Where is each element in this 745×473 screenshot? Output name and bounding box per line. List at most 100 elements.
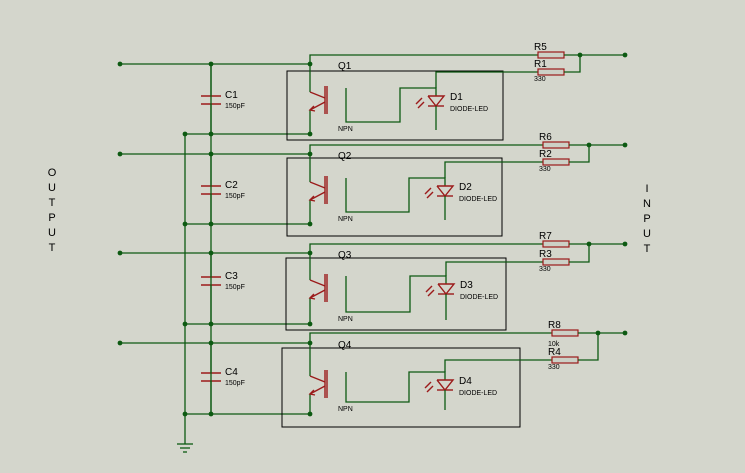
junction-dot (622, 52, 628, 58)
emitter-arrow (308, 293, 316, 300)
led-diode-icon (424, 379, 455, 410)
junction-dot (577, 52, 583, 58)
output-label-letter: U (48, 182, 56, 194)
junction-dot (586, 241, 592, 247)
transistor-type: NPN (338, 216, 353, 223)
junction-dot (117, 250, 123, 256)
diode-type: DIODE-LED (460, 294, 498, 301)
junction-dot (182, 321, 188, 327)
capacitor-label: C3 (225, 271, 238, 282)
capacitor-label: C4 (225, 367, 238, 378)
wire (309, 181, 326, 189)
diode-type: DIODE-LED (450, 106, 488, 113)
junction-dot (586, 142, 592, 148)
resistor-label: R4 (548, 347, 561, 358)
junction-dot (182, 131, 188, 137)
emitter-arrow (308, 195, 316, 202)
opto-inner-wire (345, 87, 437, 123)
capacitor-value: 150pF (225, 284, 245, 291)
transistor-type: NPN (338, 316, 353, 323)
wire (437, 283, 456, 296)
transistor-label: Q2 (338, 151, 352, 162)
top-resistor-wire (309, 243, 543, 253)
junction-dot (622, 241, 628, 247)
diode-type: DIODE-LED (459, 390, 497, 397)
output-label-letter: T (48, 197, 56, 209)
npn-transistor-icon (308, 154, 328, 224)
optocoupler-box (286, 70, 504, 141)
transistor-label: Q4 (338, 340, 352, 351)
emitter-arrow (308, 105, 316, 112)
capacitor-label: C1 (225, 90, 238, 101)
capacitor-label: C2 (225, 180, 238, 191)
resistor-join-wire (569, 145, 590, 163)
resistor-value: 330 (539, 266, 551, 273)
opto-inner-wire (345, 275, 447, 313)
wire (309, 91, 326, 99)
wire (426, 385, 434, 393)
wire (436, 379, 455, 392)
diode-label: D1 (450, 92, 463, 103)
opto-inner-wire (345, 371, 446, 403)
npn-transistor-icon (308, 64, 328, 134)
wire (426, 191, 434, 199)
resistor-label: R7 (539, 231, 552, 242)
wire (415, 97, 423, 105)
output-label-letter: T (48, 242, 56, 254)
optocoupler-box (286, 157, 503, 237)
resistor-label: R6 (539, 132, 552, 143)
bottom-resistor-wire (435, 71, 538, 88)
opto-inner-wire (345, 177, 446, 213)
ground-icon (177, 440, 193, 453)
junction-dot (117, 61, 123, 67)
wire (309, 375, 326, 383)
junction-dot (117, 340, 123, 346)
transistor-type: NPN (338, 406, 353, 413)
wire (424, 187, 432, 195)
resistor-join-wire (564, 55, 581, 73)
junction-dot (182, 411, 188, 417)
junction-dot (622, 142, 628, 148)
bottom-resistor-wire (444, 359, 552, 372)
wire (309, 289, 326, 299)
led-diode-icon (424, 185, 455, 220)
bottom-resistor-wire (445, 261, 543, 276)
capacitor-value: 150pF (225, 380, 245, 387)
resistor-join-wire (578, 333, 599, 361)
resistor-join-wire (569, 244, 590, 263)
transistor-label: Q3 (338, 250, 352, 261)
diode-type: DIODE-LED (459, 196, 497, 203)
top-resistor-wire (309, 332, 552, 343)
resistor-label: R3 (539, 249, 552, 260)
wire (427, 95, 446, 108)
junction-dot (622, 330, 628, 336)
resistor-label: R1 (534, 59, 547, 70)
wire (436, 185, 455, 198)
led-diode-icon (425, 283, 456, 320)
transistor-type: NPN (338, 126, 353, 133)
capacitor-value: 150pF (225, 193, 245, 200)
diode-label: D4 (459, 376, 472, 387)
input-label-letter: N (643, 198, 651, 210)
diode-label: D3 (460, 280, 473, 291)
optocoupler-box (285, 257, 507, 331)
npn-transistor-icon (308, 253, 328, 324)
bottom-resistor-wire (444, 161, 543, 178)
emitter-arrow (308, 389, 316, 396)
wire (309, 279, 326, 287)
circuit: C1150pFQ1NPND1DIODE-LEDR5R1330C2150pFQ2N… (117, 42, 628, 453)
wire (309, 385, 326, 395)
input-label-letter: P (643, 213, 651, 225)
npn-transistor-icon (308, 343, 328, 414)
junction-dot (182, 221, 188, 227)
input-label-letter: U (643, 228, 651, 240)
resistor-value: 330 (548, 364, 560, 371)
output-label-letter: U (48, 227, 56, 239)
top-resistor-wire (309, 54, 538, 64)
